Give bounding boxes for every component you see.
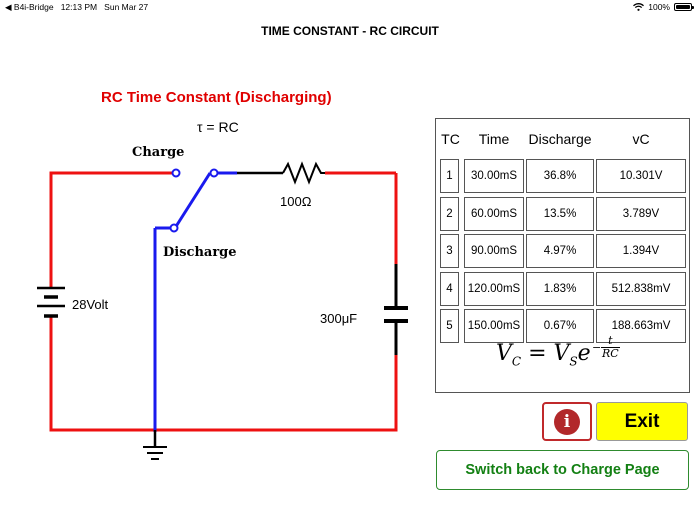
table-cell-vc: 3.789V: [596, 196, 686, 231]
formula-exponent: − t RC: [592, 334, 620, 360]
formula-vc: V: [496, 341, 512, 366]
status-date: Sun Mar 27: [104, 2, 149, 12]
resistor-symbol: [282, 161, 325, 185]
tau-formula: τ = RC: [197, 119, 239, 135]
table-cell-tc: 1: [440, 159, 459, 193]
battery-fill: [676, 5, 690, 9]
table-cell-discharge: 1.83%: [526, 271, 594, 306]
formula-equals: =: [521, 341, 554, 366]
formula-vc-sub: C: [511, 354, 522, 369]
table-cell-time: 30.00mS: [464, 159, 524, 193]
page-title: TIME CONSTANT - RC CIRCUIT: [261, 24, 439, 38]
charge-label: Charge: [132, 145, 185, 160]
battery-label: 28Volt: [72, 297, 109, 312]
status-bar: ◀ B4i-Bridge 12:13 PM Sun Mar 27 100%: [0, 0, 700, 14]
formula-e: e: [577, 341, 591, 366]
charge-contact: [171, 168, 181, 178]
table-cell-time: 120.00mS: [464, 271, 524, 306]
info-icon: i: [554, 408, 580, 435]
formula-exp-den: RC: [601, 347, 620, 360]
header-tc: TC: [441, 131, 460, 147]
table-cell-tc: 4: [440, 271, 459, 306]
status-bar-left: ◀ B4i-Bridge 12:13 PM Sun Mar 27: [5, 2, 148, 13]
switch-to-charge-button[interactable]: Switch back to Charge Page: [436, 450, 689, 490]
table-cell-discharge: 13.5%: [526, 196, 594, 231]
formula-vs-sub: S: [569, 354, 578, 369]
battery-symbol: [37, 286, 65, 318]
black-wires: [153, 171, 283, 447]
resistor-label: 100Ω: [280, 194, 312, 209]
formula-exp-num: t: [608, 334, 613, 347]
table-cell-tc: 2: [440, 196, 459, 231]
red-wires: [49, 171, 398, 432]
switch-pivot: [209, 168, 219, 178]
wire-left-bottom: [49, 317, 398, 432]
table-cell-vc: 10.301V: [596, 159, 686, 193]
table-cell-time: 60.00mS: [464, 196, 524, 231]
header-vc: vC: [632, 131, 650, 147]
discharge-contact: [169, 223, 179, 233]
table-cell-tc: 5: [440, 309, 459, 343]
table-cell-vc: 512.838mV: [596, 271, 686, 306]
ground-symbol: [143, 446, 167, 460]
blue-wires: [153, 171, 237, 432]
status-time: 12:13 PM: [60, 2, 98, 12]
table-cell-vc: 188.663mV: [596, 309, 686, 343]
table-cell-time: 90.00mS: [464, 234, 524, 268]
switch-lever: [173, 172, 212, 229]
back-to-app-link[interactable]: ◀ B4i-Bridge: [5, 2, 54, 12]
header-time: Time: [478, 131, 510, 147]
diagram-title: RC Time Constant (Discharging): [101, 89, 332, 106]
exit-button[interactable]: Exit: [596, 402, 688, 441]
info-button[interactable]: i: [542, 402, 592, 441]
formula-vs: V: [553, 341, 570, 366]
capacitor-label: 300μF: [320, 311, 358, 326]
wire-left-top: [49, 171, 176, 288]
battery-icon: [674, 3, 694, 11]
header-discharge: Discharge: [528, 131, 592, 147]
table-cell-discharge: 4.97%: [526, 234, 594, 268]
battery-percent: 100%: [648, 2, 670, 12]
formula-minus: −: [592, 341, 602, 354]
table-cell-time: 150.00mS: [464, 309, 524, 343]
table-cell-tc: 3: [440, 234, 459, 268]
status-bar-right: 100%: [633, 2, 694, 12]
table-cell-discharge: 0.67%: [526, 309, 594, 343]
discharge-label: Discharge: [163, 245, 237, 260]
wifi-icon: [633, 3, 645, 11]
table-cell-vc: 1.394V: [596, 234, 686, 268]
table-cell-discharge: 36.8%: [526, 159, 594, 193]
capacitor-symbol: [384, 264, 408, 355]
discharge-formula: VC = VSe − t RC: [496, 335, 620, 369]
